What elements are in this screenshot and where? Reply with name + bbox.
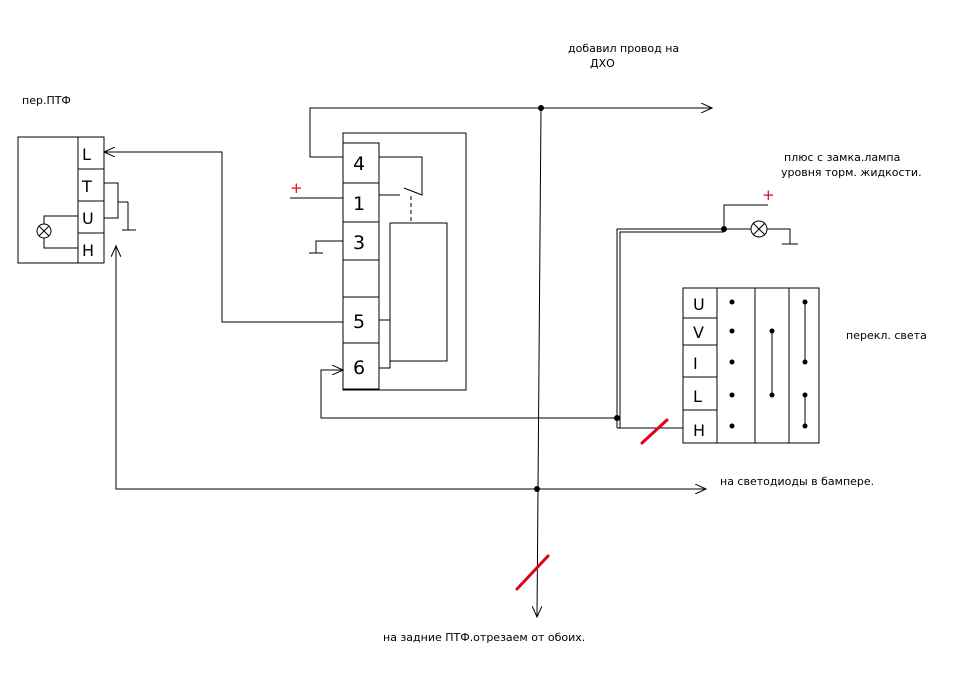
relay-terminal-column bbox=[342, 142, 380, 390]
headlight-switch: U V I L H bbox=[682, 287, 820, 444]
fog-switch-label: пер.ПТФ bbox=[22, 94, 71, 107]
light-pin-l: L bbox=[693, 387, 702, 406]
fog-pin-t: T bbox=[81, 177, 92, 196]
headlight-switch-body bbox=[682, 287, 820, 444]
relay-ground-wire bbox=[315, 240, 343, 253]
relay-pin-6: 6 bbox=[353, 357, 365, 379]
rear-fog-label: на задние ПТФ.отрезаем от обоих. bbox=[383, 631, 585, 644]
wire-pin4-top bbox=[309, 107, 541, 158]
cut-mark-light-switch bbox=[640, 418, 669, 445]
relay-plus-sign: + bbox=[290, 179, 303, 197]
lock-label-line2: уровня торм. жидкости. bbox=[781, 166, 922, 179]
relay-pin-3: 3 bbox=[353, 232, 365, 254]
wire-to-lock-plus bbox=[616, 228, 724, 428]
wire-fog-h-to-bumper bbox=[115, 245, 537, 490]
relay-pin-1: 1 bbox=[353, 193, 365, 215]
dxo-label-line1: добавил провод на bbox=[568, 42, 679, 55]
light-pin-u: U bbox=[693, 295, 705, 314]
relay-pin-5: 5 bbox=[353, 311, 365, 333]
light-pin-v: V bbox=[693, 323, 704, 342]
lock-plus-sign: + bbox=[762, 186, 775, 204]
wire-pin5-to-fog-l bbox=[104, 152, 343, 323]
wire-pin6-loop bbox=[320, 369, 617, 419]
dxo-label-line2: ДХО bbox=[590, 57, 615, 70]
lock-label-line1: плюс с замка.лампа bbox=[784, 151, 900, 164]
bumper-label: на светодиоды в бампере. bbox=[720, 475, 874, 488]
light-pin-h: H bbox=[693, 421, 705, 440]
lock-plus-wire bbox=[723, 204, 768, 229]
fog-pin-h: H bbox=[82, 241, 94, 260]
light-pin-i: I bbox=[693, 354, 698, 373]
relay: 4 1 3 5 6 bbox=[342, 132, 467, 391]
fog-light-switch: L T U H bbox=[17, 136, 136, 264]
relay-coil bbox=[389, 222, 448, 362]
fog-pin-l: L bbox=[82, 145, 91, 164]
fog-switch-terminal-block bbox=[77, 136, 105, 264]
relay-pin-4: 4 bbox=[353, 153, 365, 175]
light-switch-label: перекл. света bbox=[846, 329, 927, 342]
cut-mark-rear-fog bbox=[515, 554, 550, 591]
fog-pin-u: U bbox=[82, 209, 94, 228]
rear-fog-trunk bbox=[537, 107, 541, 617]
